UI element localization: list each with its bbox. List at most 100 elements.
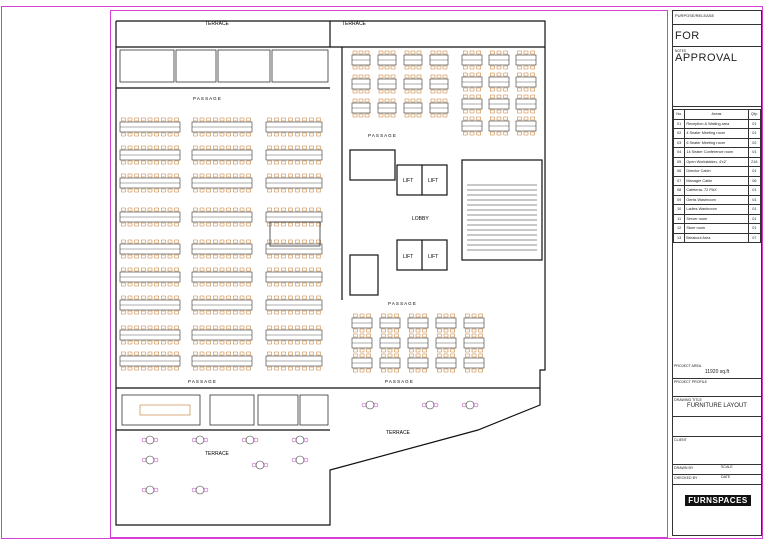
cafe-seat — [361, 402, 367, 408]
chair — [496, 72, 502, 77]
company-logo: FURNSPACES — [685, 495, 751, 506]
chair — [161, 173, 166, 178]
chair — [206, 310, 211, 315]
chair — [193, 310, 198, 315]
chair — [206, 145, 211, 150]
chair — [239, 173, 245, 178]
chair — [174, 117, 179, 122]
chair — [352, 89, 358, 94]
chair — [496, 65, 502, 70]
chair — [288, 325, 293, 330]
chair — [476, 116, 481, 121]
chair — [127, 145, 133, 150]
chair — [465, 353, 470, 358]
chair — [384, 98, 390, 103]
terrace-label-bottom-left: TERRACE — [205, 451, 230, 457]
chair — [213, 340, 218, 345]
chair — [147, 132, 153, 137]
chair — [288, 310, 293, 315]
area-qty: 01 — [747, 118, 762, 129]
chair — [161, 145, 166, 150]
chair — [141, 340, 146, 345]
cafe-seat — [303, 457, 309, 463]
chair — [246, 295, 251, 300]
chair — [443, 333, 449, 338]
chair — [476, 87, 481, 92]
chair — [233, 173, 238, 178]
chair — [167, 340, 173, 345]
chair — [233, 188, 238, 193]
area-no: 10 — [672, 204, 686, 215]
chair — [358, 50, 364, 55]
chair — [267, 267, 272, 272]
cafe-table — [295, 455, 305, 465]
cafe-table — [145, 455, 155, 465]
chair — [193, 160, 198, 165]
chair — [226, 282, 231, 287]
chair — [281, 117, 286, 122]
chair — [281, 295, 286, 300]
meeting-room — [121, 394, 201, 426]
chair — [295, 254, 300, 259]
area-name: 14 Seater Conference room — [684, 147, 749, 158]
chair — [154, 325, 159, 330]
chair — [154, 267, 159, 272]
cafe-table — [255, 460, 265, 470]
chair — [517, 50, 522, 55]
chair — [147, 267, 153, 272]
chair — [295, 366, 300, 371]
cafe-seat — [433, 402, 439, 408]
chair — [121, 310, 126, 315]
chair — [387, 313, 393, 318]
chair — [523, 65, 529, 70]
chair — [267, 188, 272, 193]
chair — [381, 348, 386, 353]
chair — [233, 145, 238, 150]
area-name: Gents Washroom — [684, 194, 749, 205]
cafe-seat — [141, 437, 147, 443]
chair — [530, 109, 535, 114]
chair — [384, 74, 390, 79]
chair — [478, 313, 483, 318]
chair — [134, 145, 139, 150]
chair — [267, 295, 272, 300]
area-no: 01 — [672, 118, 686, 129]
chair — [134, 351, 139, 356]
chair — [246, 325, 251, 330]
chair — [281, 132, 286, 137]
chair — [213, 282, 218, 287]
chair — [316, 207, 321, 212]
chair — [121, 239, 126, 244]
chair — [503, 87, 508, 92]
chair — [193, 295, 198, 300]
title-block: PURPOSE/RELEASE FOR APPROVAL NOTES No. A… — [672, 10, 762, 536]
chair — [167, 160, 173, 165]
scale-label: SCALE — [721, 465, 733, 469]
chair — [390, 65, 396, 70]
chair — [436, 65, 442, 70]
chair — [517, 94, 522, 99]
chair — [523, 116, 529, 121]
chair — [352, 50, 358, 55]
chair — [267, 160, 272, 165]
chair — [436, 74, 442, 79]
chair — [167, 188, 173, 193]
chair — [364, 89, 370, 94]
chair — [206, 207, 211, 212]
chair — [147, 366, 153, 371]
chair — [295, 188, 300, 193]
cafe-seat — [373, 402, 379, 408]
chair — [463, 131, 468, 136]
chair — [213, 188, 218, 193]
chair — [496, 116, 502, 121]
chair — [384, 65, 390, 70]
chair — [352, 113, 358, 118]
chair — [530, 72, 535, 77]
chair — [394, 328, 399, 333]
chair — [219, 207, 225, 212]
chair — [147, 222, 153, 227]
chair — [281, 207, 286, 212]
chair — [154, 207, 159, 212]
chair — [288, 366, 293, 371]
